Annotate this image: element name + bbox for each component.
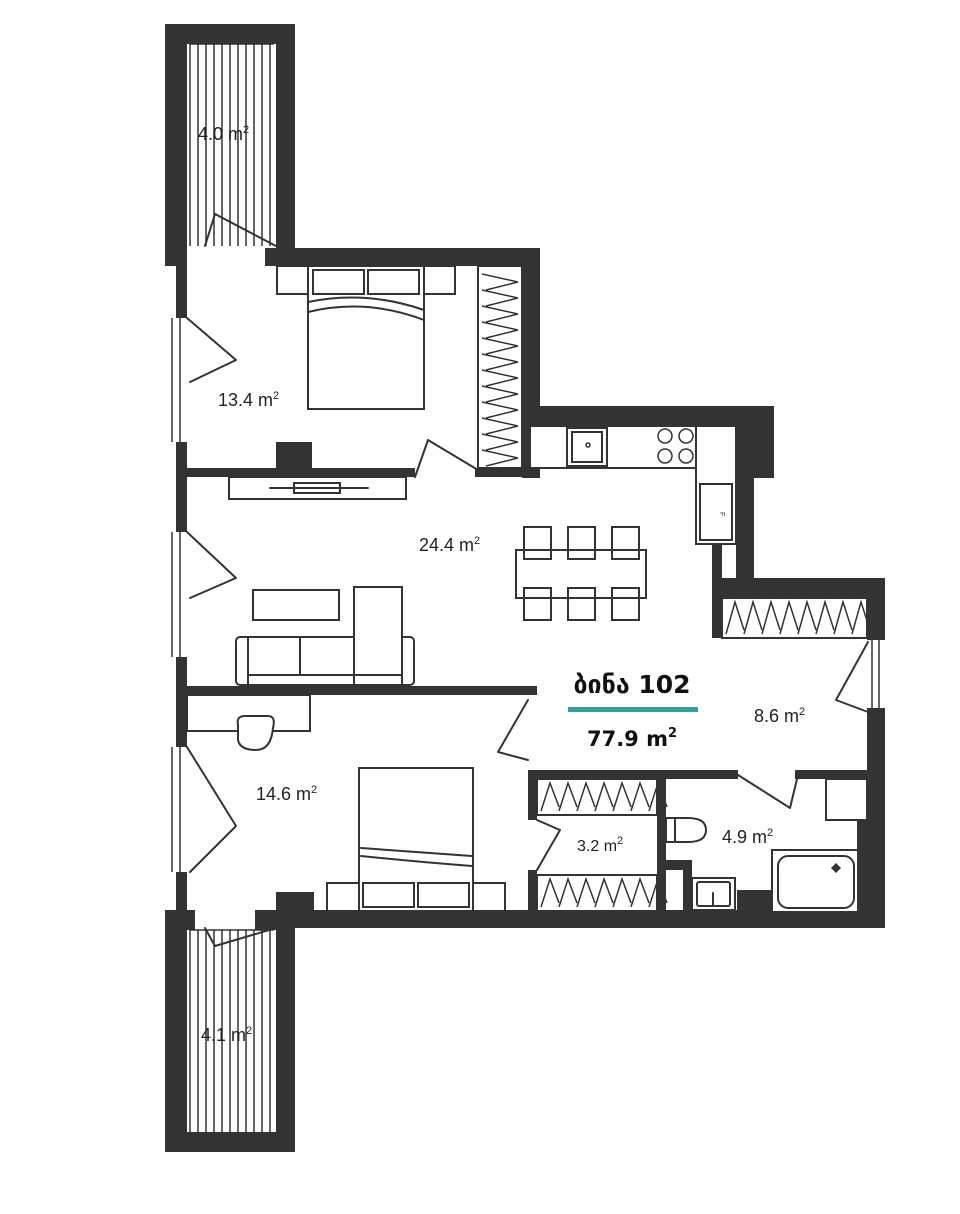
wardrobe-1 [477,265,523,469]
balcony-top-decking [189,43,274,246]
bed-1 [276,265,456,410]
interior-walls [187,442,875,920]
bed-2 [326,767,506,912]
hanger-pattern [481,273,519,467]
apartment-summary: ბინა 102 77.9 m2 [568,670,698,751]
bathroom-fixtures [665,778,868,913]
area-hall: 8.6 m2 [754,706,805,726]
hanger-pattern [540,876,668,908]
area-bathroom: 4.9 m2 [722,827,773,847]
area-living-room: 24.4 m2 [419,535,480,555]
doors [186,213,869,947]
area-storage: 3.2 m2 [577,835,623,855]
storage-shelves [536,778,668,912]
balcony-bottom-decking [189,929,274,1132]
windows [171,90,880,1075]
hanger-pattern [540,780,668,812]
total-area: 77.9 m2 [587,726,677,751]
hall-wardrobe [721,597,871,639]
room-labels: 4.0 m2 13.4 m2 24.4 m2 8.6 m2 14.6 m2 3.… [198,124,805,1045]
area-bedroom-2: 14.6 m2 [256,784,317,804]
area-balcony-top: 4.0 m2 [198,124,249,144]
area-bedroom-1: 13.4 m2 [218,390,279,410]
sofa [235,586,415,686]
hanger-pattern [725,599,871,635]
title-underline [568,707,698,712]
desk [186,694,311,752]
apartment-title: ბინა 102 [573,670,690,699]
tv-unit [228,476,407,500]
dining-table [515,526,647,621]
fridge-label: F [718,512,725,516]
kitchen-counter: F [529,425,737,545]
area-balcony-bottom: 4.1 m2 [201,1025,252,1045]
